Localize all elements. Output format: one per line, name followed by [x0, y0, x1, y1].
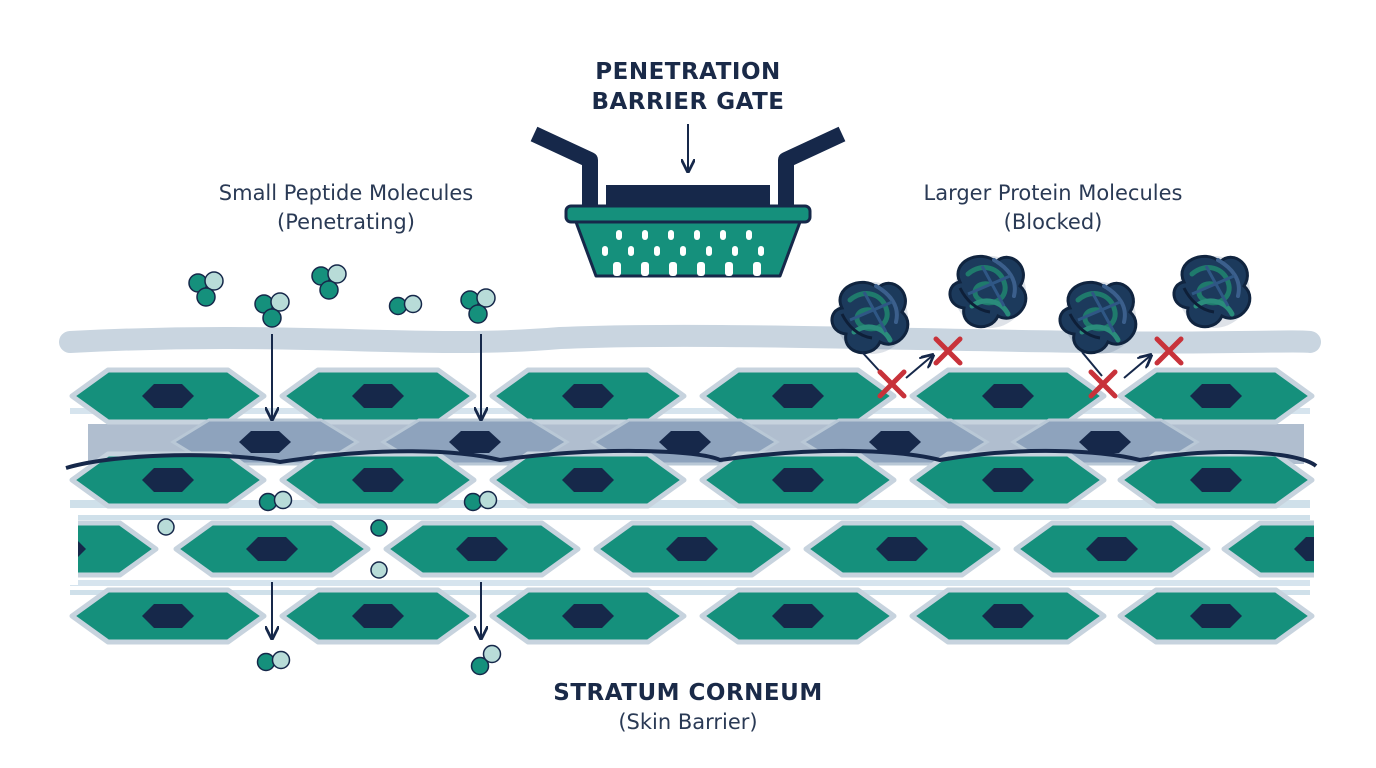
gate-title: PENETRATION BARRIER GATE [538, 57, 838, 117]
small-peptide-label: Small Peptide Molecules (Penetrating) [176, 179, 516, 237]
corneocyte [492, 370, 684, 422]
barrier-label: STRATUM CORNEUM (Skin Barrier) [488, 678, 888, 737]
corneocyte [72, 370, 264, 422]
peptide-cluster [254, 292, 290, 328]
corneocyte-row-4 [72, 590, 1312, 642]
peptide-pair [256, 650, 291, 672]
peptide-cluster [460, 288, 496, 324]
corneocyte-row-3 [0, 523, 1376, 575]
peptide-cluster [188, 271, 224, 307]
gate-title-line1: PENETRATION [595, 59, 781, 85]
corneocyte [282, 370, 474, 422]
small-peptide-molecules [188, 264, 496, 328]
corneocyte [912, 370, 1104, 422]
gate-title-line2: BARRIER GATE [591, 89, 785, 115]
large-protein-label-line1: Larger Protein Molecules [923, 181, 1183, 205]
corneocyte [702, 370, 894, 422]
small-peptide-label-line2: (Penetrating) [277, 210, 415, 234]
large-protein-label: Larger Protein Molecules (Blocked) [883, 179, 1223, 237]
peptide-pair [388, 294, 423, 316]
large-protein-label-line2: (Blocked) [1003, 210, 1103, 234]
barrier-gate-icon [530, 124, 846, 278]
peptide-cluster [311, 264, 347, 300]
protein-molecule [950, 256, 1026, 328]
penetrating-peptides [157, 490, 502, 676]
small-peptide-label-line1: Small Peptide Molecules [218, 181, 474, 205]
barrier-subtitle: (Skin Barrier) [618, 710, 758, 734]
outer-lipid-layer [59, 324, 1321, 354]
barrier-title: STRATUM CORNEUM [553, 680, 823, 706]
corneocyte [1120, 370, 1312, 422]
penetration-arrows [272, 334, 481, 637]
protein-molecule [1174, 256, 1250, 328]
corneocyte-row-1 [72, 370, 1312, 422]
blocked-indicators [861, 339, 1181, 396]
